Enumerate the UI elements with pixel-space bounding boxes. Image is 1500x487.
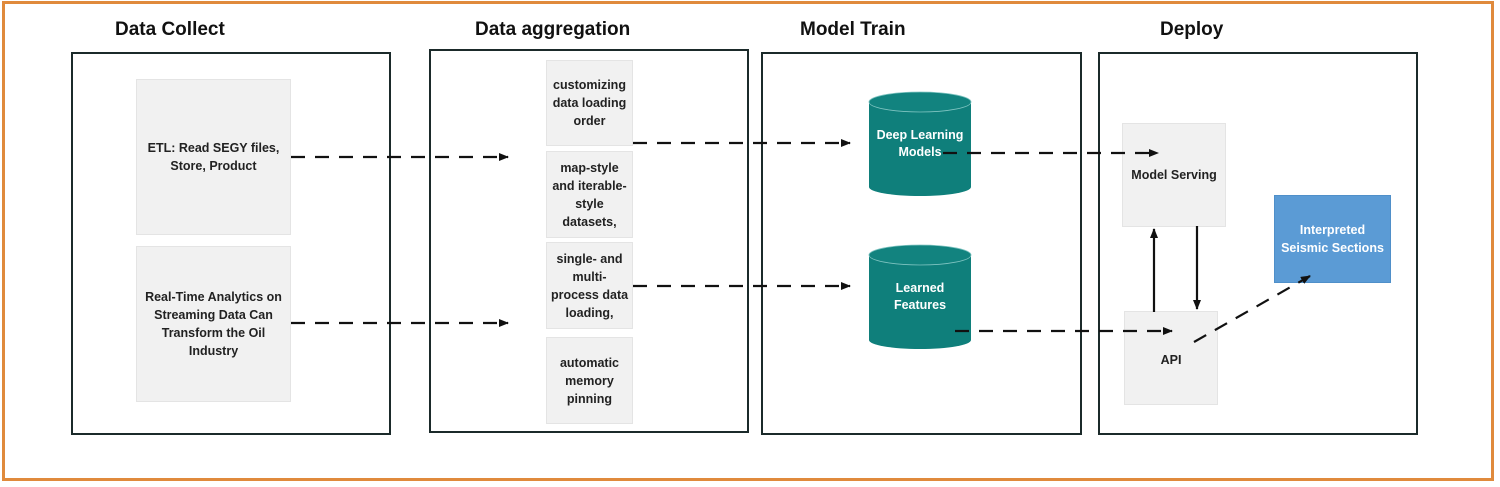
stage-title-data-collect: Data Collect: [115, 19, 225, 40]
card-api-label: API: [1160, 353, 1182, 367]
card-memory-pinning-label: automatic memory pinning: [559, 355, 620, 406]
stage-title-deploy: Deploy: [1160, 19, 1224, 40]
card-real-time-analytics-label: Real-Time Analytics on Streaming Data Ca…: [145, 290, 282, 358]
stage-title-model-train: Model Train: [800, 19, 906, 40]
card-etl: ETL: Read SEGY files, Store, Product: [136, 79, 291, 235]
card-process-loading-label: single- and multi- process data loading,: [550, 251, 629, 320]
store-learned-features-label: Learned Features: [893, 281, 947, 312]
card-dataset-styles-label: map-style and iterable- style datasets,: [552, 160, 627, 229]
card-process-loading: single- and multi- process data loading,: [546, 242, 633, 329]
panel-model-train: [761, 52, 1082, 435]
output-interpreted-seismic-sections: Interpreted Seismic Sections: [1274, 195, 1391, 283]
card-etl-label: ETL: Read SEGY files, Store, Product: [147, 141, 280, 173]
card-model-serving: Model Serving: [1122, 123, 1226, 227]
card-model-serving-label: Model Serving: [1131, 168, 1217, 182]
card-loading-order: customizing data loading order: [546, 60, 633, 146]
card-dataset-styles: map-style and iterable- style datasets,: [546, 151, 633, 238]
card-memory-pinning: automatic memory pinning: [546, 337, 633, 424]
stage-title-data-aggregation: Data aggregation: [475, 19, 631, 40]
card-real-time-analytics: Real-Time Analytics on Streaming Data Ca…: [136, 246, 291, 402]
card-loading-order-label: customizing data loading order: [552, 78, 627, 128]
output-label: Interpreted Seismic Sections: [1281, 223, 1384, 255]
card-api: API: [1124, 311, 1218, 405]
store-deep-learning-models-label: Deep Learning Models: [876, 128, 964, 159]
